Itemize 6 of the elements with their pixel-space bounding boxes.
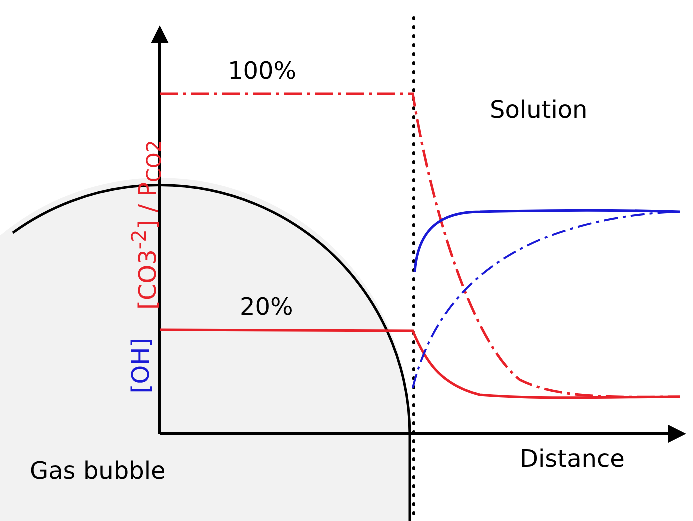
percent-label: 100%: [228, 58, 297, 84]
axis-label: Distance: [520, 446, 625, 472]
region-label: Gas bubble: [30, 458, 166, 484]
axis-label: [OH]: [128, 338, 154, 394]
region-label: Solution: [490, 97, 588, 124]
percent-label: 20%: [240, 294, 294, 320]
